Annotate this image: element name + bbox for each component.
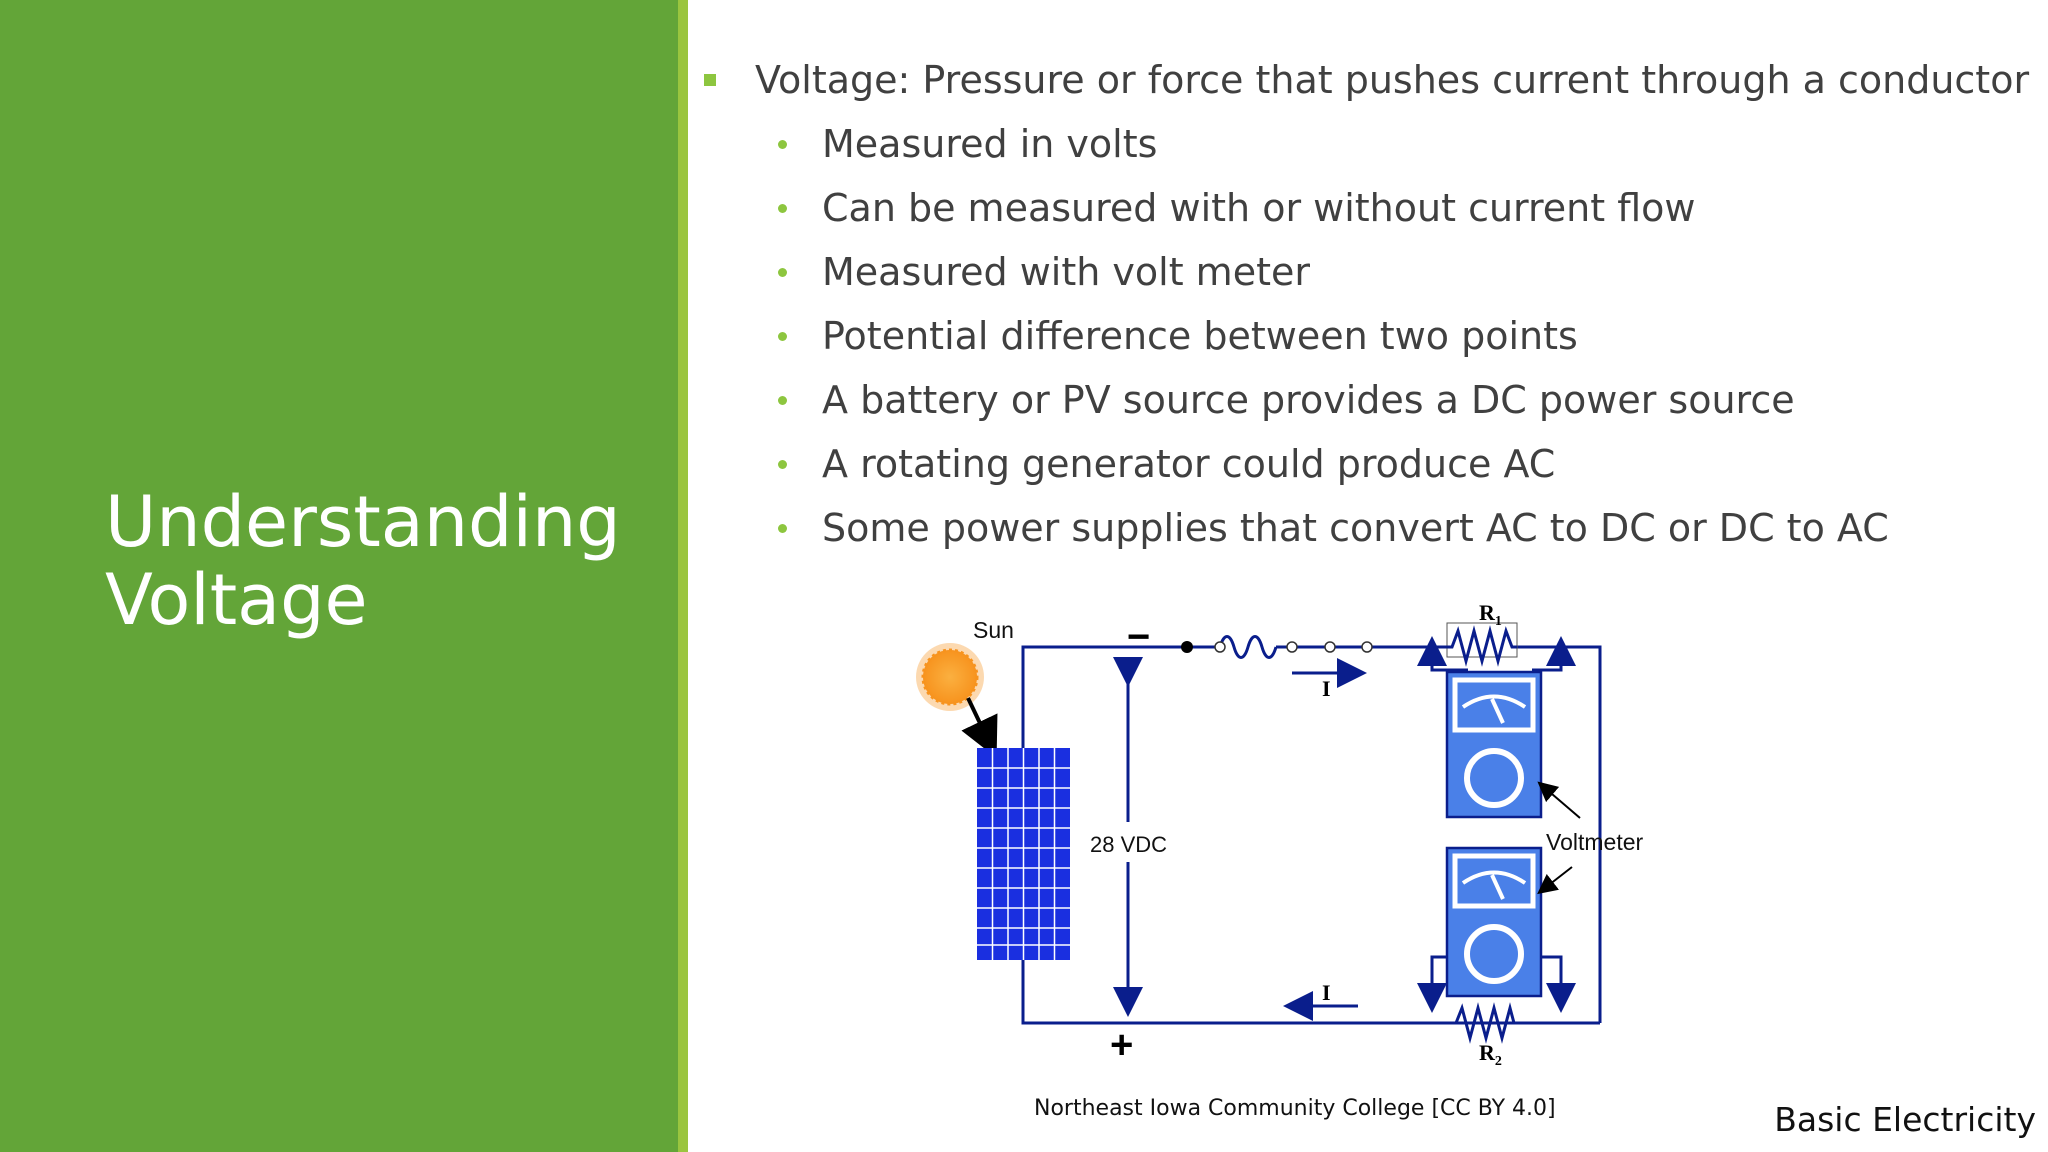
callout-arrow-bottom (1537, 866, 1573, 895)
bullet-square-icon (704, 74, 716, 86)
r1-label: R1 (1479, 600, 1502, 629)
sub-bullet: Can be measured with or without current … (822, 186, 1696, 230)
sun-label: Sun (973, 617, 1014, 643)
accent-bar (678, 0, 688, 1152)
voltage-label: 28 VDC (1090, 832, 1167, 857)
voltmeter-icon (1445, 670, 1543, 819)
image-credit: Northeast Iowa Community College [CC BY … (1034, 1096, 1556, 1121)
sub-bullet: Potential difference between two points (822, 314, 1578, 358)
slide-footer: Basic Electricity (1774, 1100, 2036, 1139)
bullet-dot-icon (778, 204, 787, 213)
title-panel (0, 0, 678, 1152)
circuit-diagram: Sun (916, 600, 1643, 1069)
sun-icon (916, 643, 984, 711)
meter-leads-top (1417, 636, 1576, 672)
sub-bullet: Some power supplies that convert AC to D… (822, 506, 1889, 550)
title-line-1: Understanding (105, 481, 621, 563)
slide-title: Understanding Voltage (105, 483, 665, 639)
solar-panel-icon (977, 748, 1070, 960)
sunlight-arrow (961, 697, 998, 759)
bullet-dot-icon (778, 396, 787, 405)
terminal-dot (1361, 641, 1373, 653)
voltmeter-icon (1445, 846, 1543, 998)
callout-arrow-top (1537, 781, 1581, 819)
bullet-dot-icon (778, 524, 787, 533)
current-label-top: I (1322, 676, 1331, 701)
bullet-main: Voltage: Pressure or force that pushes c… (755, 58, 2030, 102)
bullet-dot-icon (778, 268, 787, 277)
voltmeter-label: Voltmeter (1546, 829, 1643, 855)
bullet-dot-icon (778, 460, 787, 469)
bullet-dot-icon (778, 140, 787, 149)
resistor-r1-icon (1445, 625, 1517, 667)
title-line-2: Voltage (105, 559, 368, 641)
sub-bullet: A rotating generator could produce AC (822, 442, 1556, 486)
current-label-bottom: I (1322, 980, 1331, 1005)
terminal-dot (1286, 641, 1298, 653)
sub-bullet: Measured in volts (822, 122, 1158, 166)
bullet-dot-icon (778, 332, 787, 341)
terminal-dot (1181, 641, 1193, 653)
r2-label: R2 (1479, 1040, 1502, 1069)
resistor-r2-icon (1450, 1002, 1517, 1044)
sub-bullet: Measured with volt meter (822, 250, 1310, 294)
plus-label: + (1110, 1023, 1133, 1067)
minus-label: − (1127, 615, 1150, 659)
sub-bullet: A battery or PV source provides a DC pow… (822, 378, 1795, 422)
terminal-dot (1324, 641, 1336, 653)
terminal-dot (1214, 641, 1226, 653)
